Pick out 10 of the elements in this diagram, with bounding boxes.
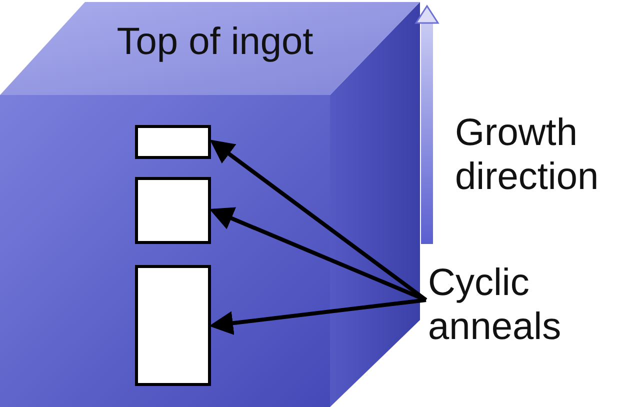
arrow <box>210 140 428 302</box>
sample-rectangle <box>135 265 211 386</box>
sample-rectangle <box>135 177 211 244</box>
arrow <box>209 298 426 336</box>
callout-text: Cyclic anneals <box>428 262 562 350</box>
top-face <box>0 0 420 95</box>
face-label: Top of ingot <box>116 22 314 60</box>
arrow <box>209 207 427 302</box>
direction-label: Growth direction <box>455 112 600 200</box>
sample-rectangle <box>135 125 211 159</box>
